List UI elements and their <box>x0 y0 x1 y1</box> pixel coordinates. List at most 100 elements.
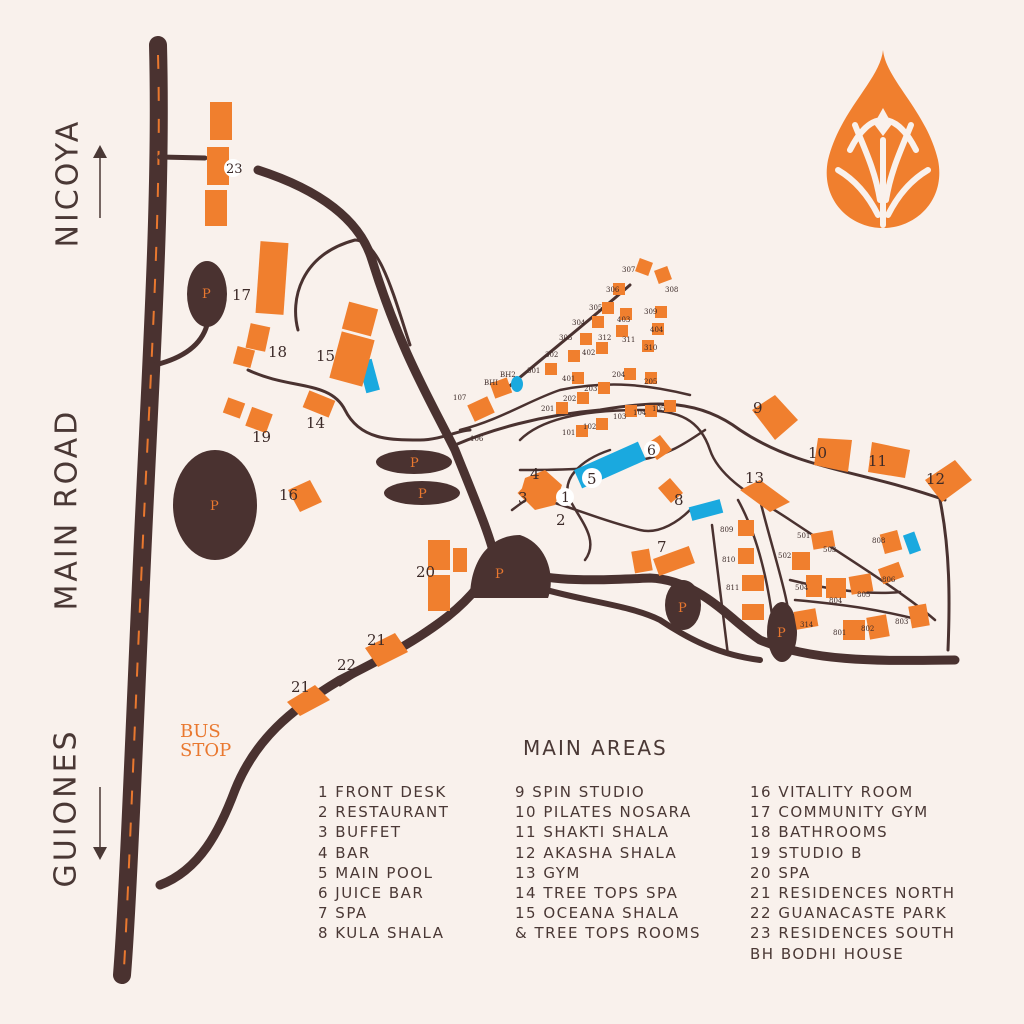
legend-item: 9 SPIN STUDIO <box>515 783 646 801</box>
legend-item: 22 GUANACASTE PARK <box>750 904 948 923</box>
room-501: 501 <box>797 532 810 540</box>
room-401: 401 <box>562 375 575 383</box>
label-5: 5 <box>587 470 597 488</box>
legend-item: 11 SHAKTI SHALA <box>515 823 670 842</box>
room-201: 201 <box>541 405 554 413</box>
room-804: 804 <box>829 597 843 605</box>
legend-item: BH BODHI HOUSE <box>750 944 905 963</box>
room-402: 402 <box>582 349 595 357</box>
legend-item: 5 MAIN POOL <box>318 863 434 882</box>
buildings <box>205 102 972 716</box>
parking-labels: P P P P P P P <box>202 287 786 641</box>
label-20: 20 <box>416 563 435 581</box>
label-17: 17 <box>232 286 251 304</box>
parking-lots <box>173 261 797 662</box>
room-802: 802 <box>861 625 874 633</box>
legend-column-2: 9 SPIN STUDIO 10 PILATES NOSARA 11 SHAKT… <box>515 782 701 944</box>
room-504: 504 <box>795 584 809 592</box>
building-labels: 23 17 18 15 14 19 16 20 21 22 21 4 3 1 2… <box>226 162 945 696</box>
room-106: 106 <box>470 435 484 443</box>
legend-item: 2 RESTAURANT <box>318 803 450 822</box>
room-404: 404 <box>650 326 664 334</box>
direction-nicoya: NICOYA <box>50 118 86 248</box>
legend-item: 6 JUICE BAR <box>318 884 425 903</box>
label-4: 4 <box>530 465 540 483</box>
direction-main-road: MAIN ROAD <box>49 408 85 611</box>
label-1: 1 <box>561 490 570 506</box>
label-23: 23 <box>226 162 243 177</box>
legend-item: 20 SPA <box>750 863 811 882</box>
label-13: 13 <box>745 469 764 487</box>
room-810: 810 <box>722 556 735 564</box>
legend-item: 10 PILATES NOSARA <box>515 803 692 822</box>
label-10: 10 <box>808 444 827 462</box>
room-305: 305 <box>589 304 602 312</box>
label-19: 19 <box>252 428 271 446</box>
label-21a: 21 <box>367 631 386 649</box>
legend-item: 15 OCEANA SHALA <box>515 904 680 923</box>
label-14: 14 <box>306 414 325 432</box>
direction-arrows <box>93 145 107 860</box>
room-304: 304 <box>572 319 586 327</box>
room-309: 309 <box>644 308 657 316</box>
legend-item: 1 FRONT DESK <box>318 783 447 801</box>
legend-item: 4 BAR <box>318 843 371 862</box>
room-805: 805 <box>857 591 870 599</box>
legend-item: 3 BUFFET <box>318 823 402 842</box>
room-205: 205 <box>644 378 657 386</box>
room-102: 102 <box>583 423 596 431</box>
room-311: 311 <box>622 336 635 344</box>
south-arrow-head-icon <box>93 847 107 860</box>
room-103: 103 <box>613 413 626 421</box>
room-801: 801 <box>833 629 846 637</box>
legend-item: 13 GYM <box>515 863 581 882</box>
label-18: 18 <box>268 343 287 361</box>
room-202: 202 <box>563 395 576 403</box>
legend-item: 23 RESIDENCES SOUTH <box>750 924 956 943</box>
legend-item: 19 STUDIO B <box>750 843 863 862</box>
room-302: 302 <box>545 351 558 359</box>
room-105: 105 <box>652 405 665 413</box>
legend-title: MAIN AREAS <box>523 736 668 760</box>
parking-label: P <box>410 456 419 471</box>
parking-label: P <box>210 499 219 514</box>
parking-label: P <box>495 567 504 582</box>
label-3: 3 <box>518 489 528 507</box>
room-307: 307 <box>622 266 635 274</box>
label-15: 15 <box>316 347 335 365</box>
legend-column-3: 16 VITALITY ROOM 17 COMMUNITY GYM 18 BAT… <box>750 782 956 964</box>
room-403: 403 <box>617 316 630 324</box>
room-301: 301 <box>527 367 540 375</box>
legend-item: 8 KULA SHALA <box>318 924 445 943</box>
parking-label: P <box>678 601 687 616</box>
label-2: 2 <box>556 511 566 529</box>
room-303: 303 <box>559 334 572 342</box>
bus-stop-text: BUS STOP <box>180 721 232 761</box>
legend-item: 17 COMMUNITY GYM <box>750 803 929 822</box>
parking-label: P <box>418 487 427 502</box>
number-circles <box>224 159 660 506</box>
room-labels: 307 308 306 305 309 304 403 404 303 312 … <box>453 266 908 637</box>
room-310: 310 <box>644 344 657 352</box>
legend-item: 7 SPA <box>318 904 368 923</box>
room-104: 104 <box>633 409 647 417</box>
label-9: 9 <box>753 399 763 417</box>
room-811: 811 <box>726 584 739 592</box>
label-11: 11 <box>868 452 887 470</box>
label-16: 16 <box>279 486 298 504</box>
direction-guiones: GUIONES <box>48 728 84 888</box>
room-308: 308 <box>665 286 678 294</box>
room-312: 312 <box>598 334 611 342</box>
legend-item: 21 RESIDENCES NORTH <box>750 884 956 903</box>
legend-item: 18 BATHROOMS <box>750 823 889 842</box>
legend-item: 16 VITALITY ROOM <box>750 783 914 801</box>
room-203: 203 <box>584 385 597 393</box>
room-803: 803 <box>895 618 908 626</box>
room-bhi: BHI <box>484 379 498 387</box>
room-314: 314 <box>800 621 814 629</box>
bodhi-leaf-logo <box>826 50 940 228</box>
legend-item: 12 AKASHA SHALA <box>515 843 678 862</box>
north-arrow-head-icon <box>93 145 107 158</box>
bus-stop-label: BUS STOP <box>180 722 240 760</box>
